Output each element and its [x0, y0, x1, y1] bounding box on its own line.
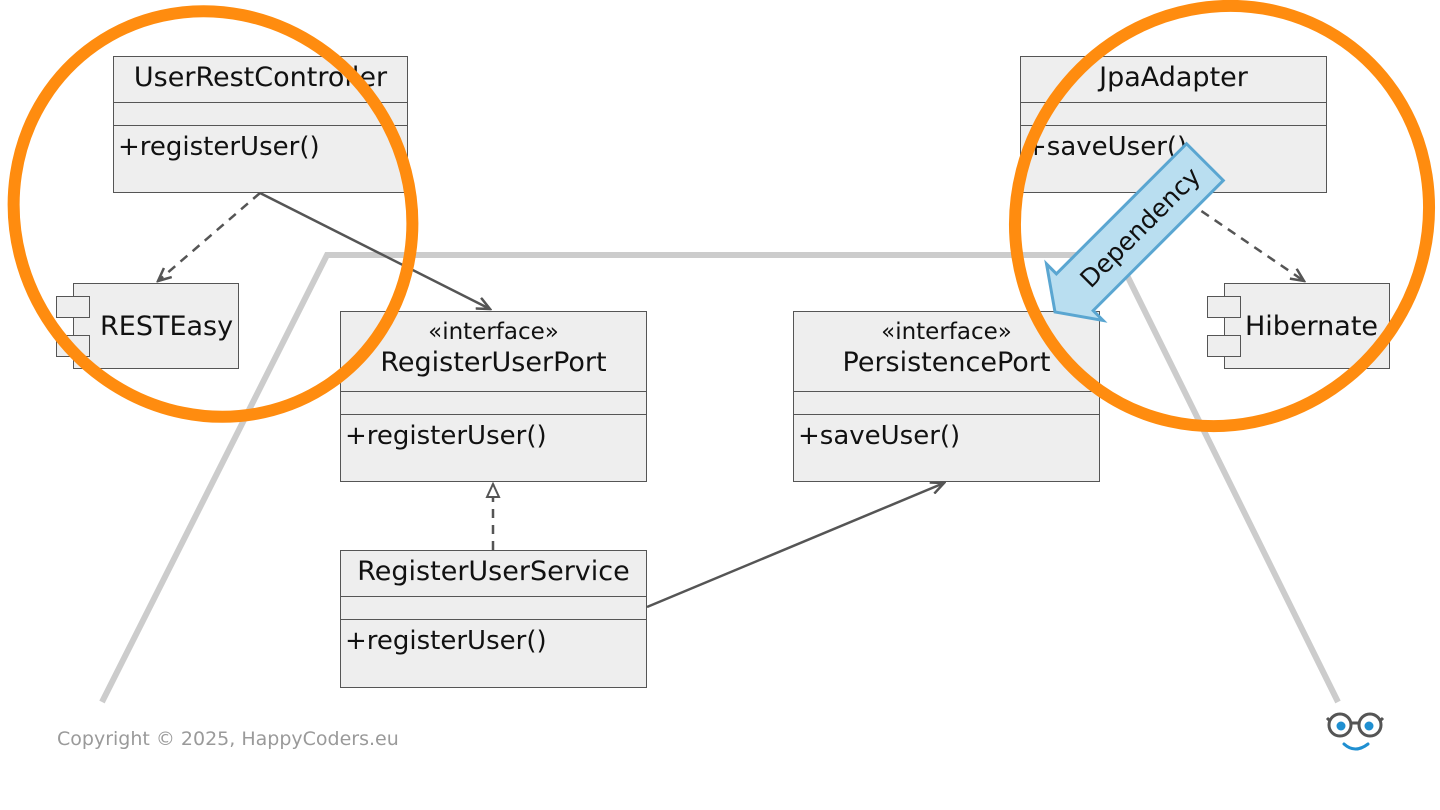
callout-arrow-shape	[1044, 141, 1226, 323]
class-userrestcontroller: UserRestController +registerUser()	[113, 56, 408, 193]
arrow-controller-to-resteasy	[158, 192, 261, 281]
interface-registeruserport: «interface» RegisterUserPort +registerUs…	[340, 311, 647, 482]
class-method: +saveUser()	[798, 421, 961, 451]
class-name: PersistencePort	[842, 347, 1051, 378]
dependency-callout-label: Dependency	[1074, 161, 1206, 293]
component-name: Hibernate	[1245, 310, 1379, 342]
class-fields	[1021, 103, 1326, 126]
class-fields	[114, 103, 407, 126]
arrow-service-to-persistenceport	[646, 483, 944, 609]
arrow-jpaadapter-to-hibernate	[1174, 191, 1304, 281]
class-method: +registerUser()	[118, 132, 320, 162]
component-tab-icon	[1207, 335, 1241, 357]
class-fields	[794, 392, 1099, 415]
arrow-controller-to-registeruserport	[259, 191, 490, 309]
component-tab-icon	[56, 296, 90, 318]
stereotype-label: «interface»	[428, 319, 559, 345]
class-method: +registerUser()	[345, 421, 547, 451]
glasses-smile-logo-icon	[1325, 712, 1385, 751]
component-name: RESTEasy	[100, 310, 234, 342]
class-method: +registerUser()	[345, 626, 547, 656]
class-method: +saveUser()	[1025, 132, 1188, 162]
class-fields	[341, 392, 646, 415]
stereotype-label: «interface»	[881, 319, 1012, 345]
component-hibernate: Hibernate	[1207, 283, 1390, 369]
component-resteasy: RESTEasy	[56, 283, 239, 369]
class-name: RegisterUserPort	[380, 347, 607, 378]
component-tab-icon	[1207, 296, 1241, 318]
dependency-callout-arrow: Dependency	[1044, 141, 1226, 323]
class-registeruserservice: RegisterUserService +registerUser()	[340, 550, 647, 688]
hexagon-outline	[99, 252, 1341, 704]
class-name: JpaAdapter	[1099, 62, 1248, 93]
class-fields	[341, 597, 646, 620]
highlight-ring-left	[7, 5, 419, 423]
class-name: RegisterUserService	[357, 556, 630, 587]
highlight-ring-right	[1008, 0, 1436, 433]
copyright-text: Copyright © 2025, HappyCoders.eu	[57, 728, 399, 750]
